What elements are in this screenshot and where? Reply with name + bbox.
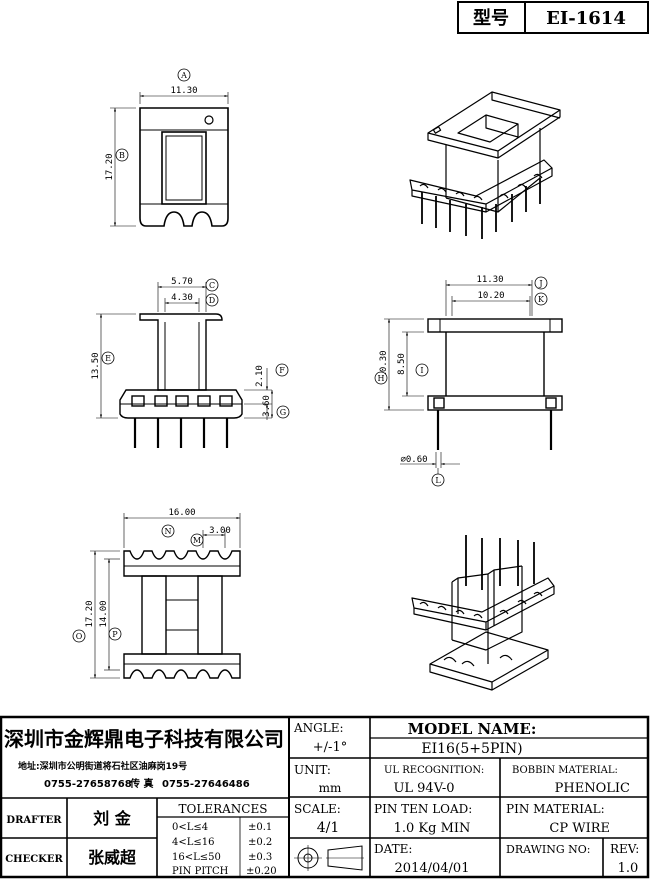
dim-K-value: 10.20: [477, 291, 504, 301]
tolerance-value-2: ±0.3: [248, 852, 272, 863]
company-address: 地址:深圳市公明街道将石社区油麻岗19号: [18, 760, 187, 772]
rev-label: REV:: [610, 842, 639, 856]
dim-B: 17.20 B: [105, 107, 136, 227]
bobbin-material-value: PHENOLIC: [555, 781, 630, 796]
company-phone: 0755-27658768: [44, 779, 132, 790]
bobbin-material-label: BOBBIN MATERIAL:: [512, 765, 618, 776]
dim-G: 3.60 G: [244, 390, 290, 419]
dim-B-value: 17.20: [105, 153, 115, 180]
dim-J: 11.30 J: [445, 275, 548, 316]
dim-O-value: 17.20: [85, 600, 95, 627]
dim-O: 17.20 O: [72, 550, 120, 679]
dim-I-value: 8.50: [397, 353, 407, 375]
front-view: [119, 313, 243, 448]
dim-N: 16.00 N: [123, 508, 241, 548]
pin-material-value: CP WIRE: [549, 821, 610, 836]
scale-value: 4/1: [317, 820, 340, 836]
dim-N-value: 16.00: [168, 508, 195, 518]
unit-value: mm: [319, 781, 342, 795]
checker-label: CHECKER: [5, 854, 63, 865]
tolerance-range-2: 16<L≤50: [172, 852, 221, 863]
model-value: EI-1614: [546, 8, 626, 29]
balloon-N: N: [165, 527, 172, 536]
dim-K: 10.20 K: [451, 291, 548, 316]
ul-value: UL 94V-0: [393, 781, 454, 796]
dim-H: 10.30 H: [374, 318, 424, 411]
bottom-view: [123, 550, 241, 679]
dim-D-value: 4.30: [171, 293, 193, 303]
unit-label: UNIT:: [294, 763, 331, 777]
dim-F: 2.10 F: [244, 363, 289, 420]
balloon-E: E: [105, 354, 111, 363]
title-block: [0, 715, 650, 879]
model-label: 型号: [473, 7, 509, 29]
projection-symbol-icon: [294, 845, 364, 871]
rev-value: 1.0: [618, 861, 639, 876]
date-label: DATE:: [374, 842, 412, 856]
balloon-O: O: [76, 632, 83, 641]
tolerances-label: TOLERANCES: [179, 802, 268, 816]
dim-I: 8.50 I: [397, 331, 429, 397]
dim-D: 4.30 D: [164, 293, 219, 312]
dim-C-value: 5.70: [171, 277, 193, 287]
model-name-label: MODEL NAME:: [408, 720, 537, 738]
tolerance-range-1: 4<L≤16: [172, 837, 215, 848]
dim-J-value: 11.30: [476, 275, 503, 285]
pin-load-label: PIN TEN LOAD:: [374, 802, 472, 816]
pin-load-value: 1.0 Kg MIN: [394, 821, 471, 836]
isometric-view-top: [409, 91, 561, 239]
angle-value: +/-1°: [313, 740, 347, 755]
ul-label: UL RECOGNITION:: [384, 765, 484, 776]
dim-C: 5.70 C: [157, 277, 219, 312]
drawing-no-label: DRAWING NO:: [506, 843, 591, 856]
drafter-name: 刘 金: [93, 809, 132, 828]
dim-A-value: 11.30: [170, 86, 197, 96]
company-name: 深圳市金辉鼎电子科技有限公司: [4, 727, 284, 751]
isometric-view-bottom: [411, 535, 555, 691]
tolerance-range-3: PIN PITCH: [172, 866, 229, 877]
balloon-J: J: [538, 279, 542, 288]
model-header: 型号 EI-1614: [457, 1, 649, 34]
dim-E: 13.50 E: [91, 313, 136, 419]
dim-A: 11.30 A: [139, 68, 229, 104]
dim-L: ⌀0.60 L: [400, 452, 460, 487]
drafter-label: DRAFTER: [6, 815, 62, 826]
balloon-C: C: [209, 281, 215, 290]
dim-P: 14.00 P: [99, 558, 122, 671]
dim-P-value: 14.00: [99, 600, 109, 627]
dim-G-value: 3.60: [262, 395, 272, 417]
dim-M: 3.00 M: [190, 526, 231, 548]
dim-E-value: 13.50: [91, 352, 101, 379]
company-fax-label: 传 真: [129, 777, 153, 790]
scale-label: SCALE:: [294, 802, 341, 816]
balloon-L: L: [435, 476, 441, 485]
tolerance-range-0: 0<L≤4: [172, 822, 208, 833]
balloon-B: B: [119, 151, 125, 160]
checker-name: 张威超: [88, 848, 137, 867]
balloon-H: H: [378, 374, 385, 383]
balloon-I: I: [420, 366, 423, 375]
balloon-P: P: [112, 630, 118, 639]
dim-L-value: ⌀0.60: [400, 455, 427, 465]
side-view: [427, 318, 563, 450]
date-value: 2014/04/01: [395, 861, 470, 876]
balloon-D: D: [209, 296, 215, 305]
balloon-K: K: [538, 295, 545, 304]
dim-M-value: 3.00: [209, 526, 231, 536]
tolerance-value-3: ±0.20: [246, 866, 277, 877]
top-view: [139, 107, 229, 227]
balloon-A: A: [180, 71, 187, 80]
model-name-value: EI16(5+5PIN): [421, 741, 522, 757]
pin-material-label: PIN MATERIAL:: [506, 802, 605, 816]
dim-H-value: 10.30: [379, 350, 389, 377]
balloon-F: F: [279, 366, 285, 375]
angle-label: ANGLE:: [293, 721, 344, 735]
tolerance-value-0: ±0.1: [248, 822, 272, 833]
balloon-G: G: [280, 408, 286, 417]
company-fax: 0755-27646486: [162, 779, 250, 790]
tolerance-value-1: ±0.2: [248, 837, 272, 848]
balloon-M: M: [193, 536, 201, 545]
dim-F-value: 2.10: [255, 365, 265, 387]
